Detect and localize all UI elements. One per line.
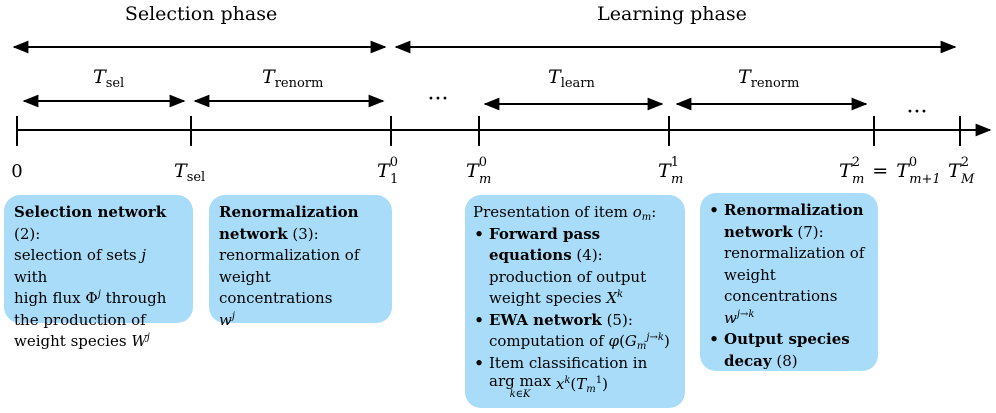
forward-pass-item: Forward pass equations (4): production o… [489, 224, 677, 310]
renormalization-network-title-1: Renormalization network [219, 203, 359, 243]
interval-label-t-renorm-1: Trenorm [262, 66, 323, 91]
renormalization-item: Renormalization network (7): renormaliza… [724, 200, 870, 329]
tick-label-t-sel: Tsel [174, 160, 205, 185]
axis-ticks [16, 116, 961, 146]
interval-label-t-renorm-2: Trenorm [738, 66, 799, 91]
interval-label-t-learn: Tlearn [548, 66, 596, 91]
learning-steps-list: Forward pass equations (4): production o… [473, 224, 677, 403]
renormalization-network-box-2: Renormalization network (7): renormaliza… [700, 193, 878, 371]
interval-label-t-sel: Tsel [93, 66, 124, 91]
renormalization-steps-list: Renormalization network (7): renormaliza… [708, 200, 870, 372]
ellipsis-1: ··· [428, 87, 449, 112]
renormalization-network-box-1: Renormalization network (3): renormaliza… [209, 195, 392, 329]
selection-network-box: Selection network (2): selection of sets… [4, 195, 193, 350]
selection-network-title: Selection network [14, 203, 167, 221]
tick-label-zero: 0 [11, 161, 22, 182]
ellipsis-2: ··· [907, 100, 928, 125]
learning-phase-title: Learning phase [597, 3, 747, 25]
selection-phase-title: Selection phase [125, 3, 277, 25]
ewa-network-item: EWA network (5): computation of φ(Gmj→k) [489, 310, 677, 353]
learning-box: Presentation of item om: Forward pass eq… [465, 195, 685, 408]
output-decay-item: Output species decay (8) [724, 329, 870, 372]
